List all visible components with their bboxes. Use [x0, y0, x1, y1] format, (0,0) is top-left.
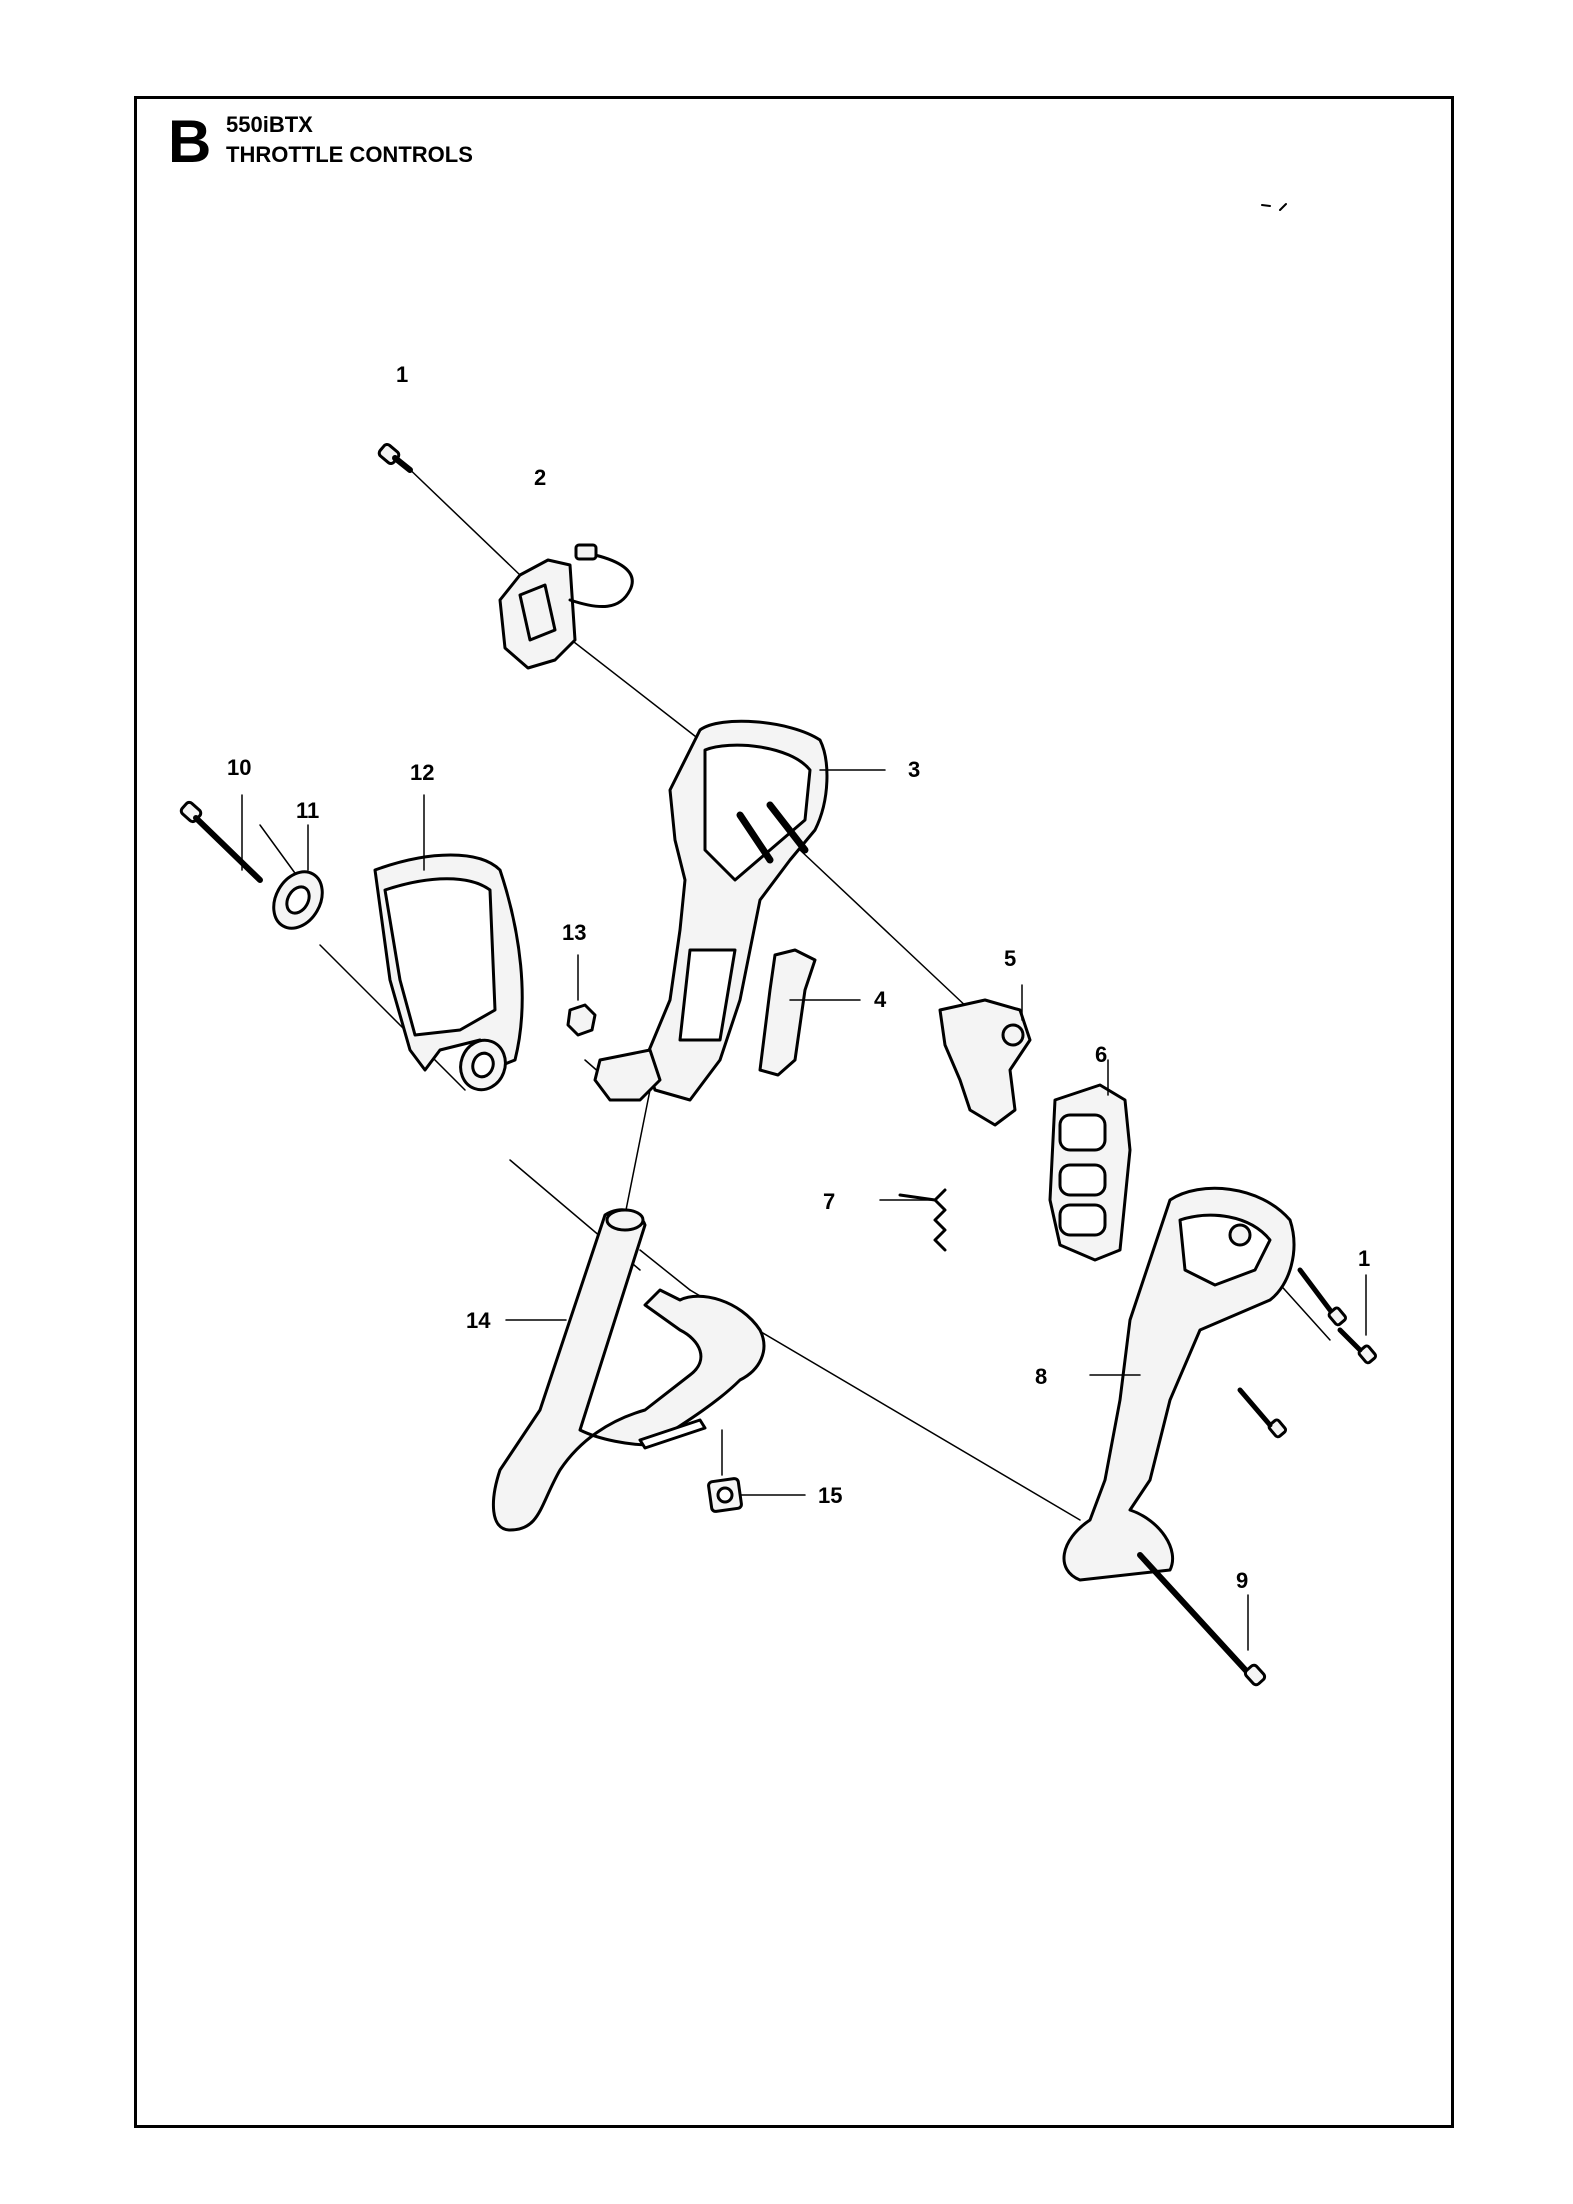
rear-handle-part-8 — [1062, 1186, 1296, 1582]
assembly-lines — [259, 459, 1331, 1676]
drawing-frame — [134, 96, 1454, 2128]
loop-handle-part-14 — [491, 1208, 766, 1532]
callout-9: 9 — [1236, 1568, 1248, 1593]
clamp-part-12 — [373, 794, 524, 1092]
screw-part-1-top — [377, 442, 413, 473]
knob-part-11 — [272, 824, 324, 930]
stray-mark — [1261, 203, 1287, 211]
handle-housing-part-3 — [593, 719, 886, 1102]
callout-15: 15 — [818, 1483, 842, 1508]
callout-3: 3 — [908, 757, 920, 782]
switch-cover-part-6 — [1048, 1059, 1132, 1262]
screw-part-1-right — [1297, 1267, 1378, 1365]
trigger-part-5 — [938, 984, 1032, 1127]
callout-labels: 1 2 3 4 5 6 7 8 9 10 11 12 13 14 15 1 — [227, 362, 1370, 1593]
switch-part-2 — [498, 543, 634, 670]
bolt-part-10 — [179, 794, 263, 883]
bolt-part-9 — [1137, 1552, 1267, 1687]
callout-1-top: 1 — [396, 362, 408, 387]
diagram-title: THROTTLE CONTROLS — [226, 142, 473, 167]
callout-2: 2 — [534, 465, 546, 490]
callout-12: 12 — [410, 760, 434, 785]
spring-part-7 — [879, 1188, 947, 1252]
square-nut-part-15 — [707, 1429, 806, 1513]
section-letter: B — [168, 108, 212, 175]
callout-5: 5 — [1004, 946, 1016, 971]
model-name: 550iBTX — [226, 112, 313, 137]
callout-7: 7 — [823, 1189, 835, 1214]
callout-8: 8 — [1035, 1364, 1047, 1389]
nut-part-13 — [566, 954, 597, 1037]
callout-6: 6 — [1095, 1042, 1107, 1067]
callout-11: 11 — [296, 798, 319, 823]
screw-lower-handle — [1237, 1387, 1288, 1439]
callout-13: 13 — [562, 920, 586, 945]
callout-10: 10 — [227, 755, 251, 780]
callout-4: 4 — [874, 987, 887, 1012]
callout-1-right: 1 — [1358, 1246, 1370, 1271]
lever-part-4 — [758, 948, 861, 1077]
callout-14: 14 — [466, 1308, 491, 1333]
